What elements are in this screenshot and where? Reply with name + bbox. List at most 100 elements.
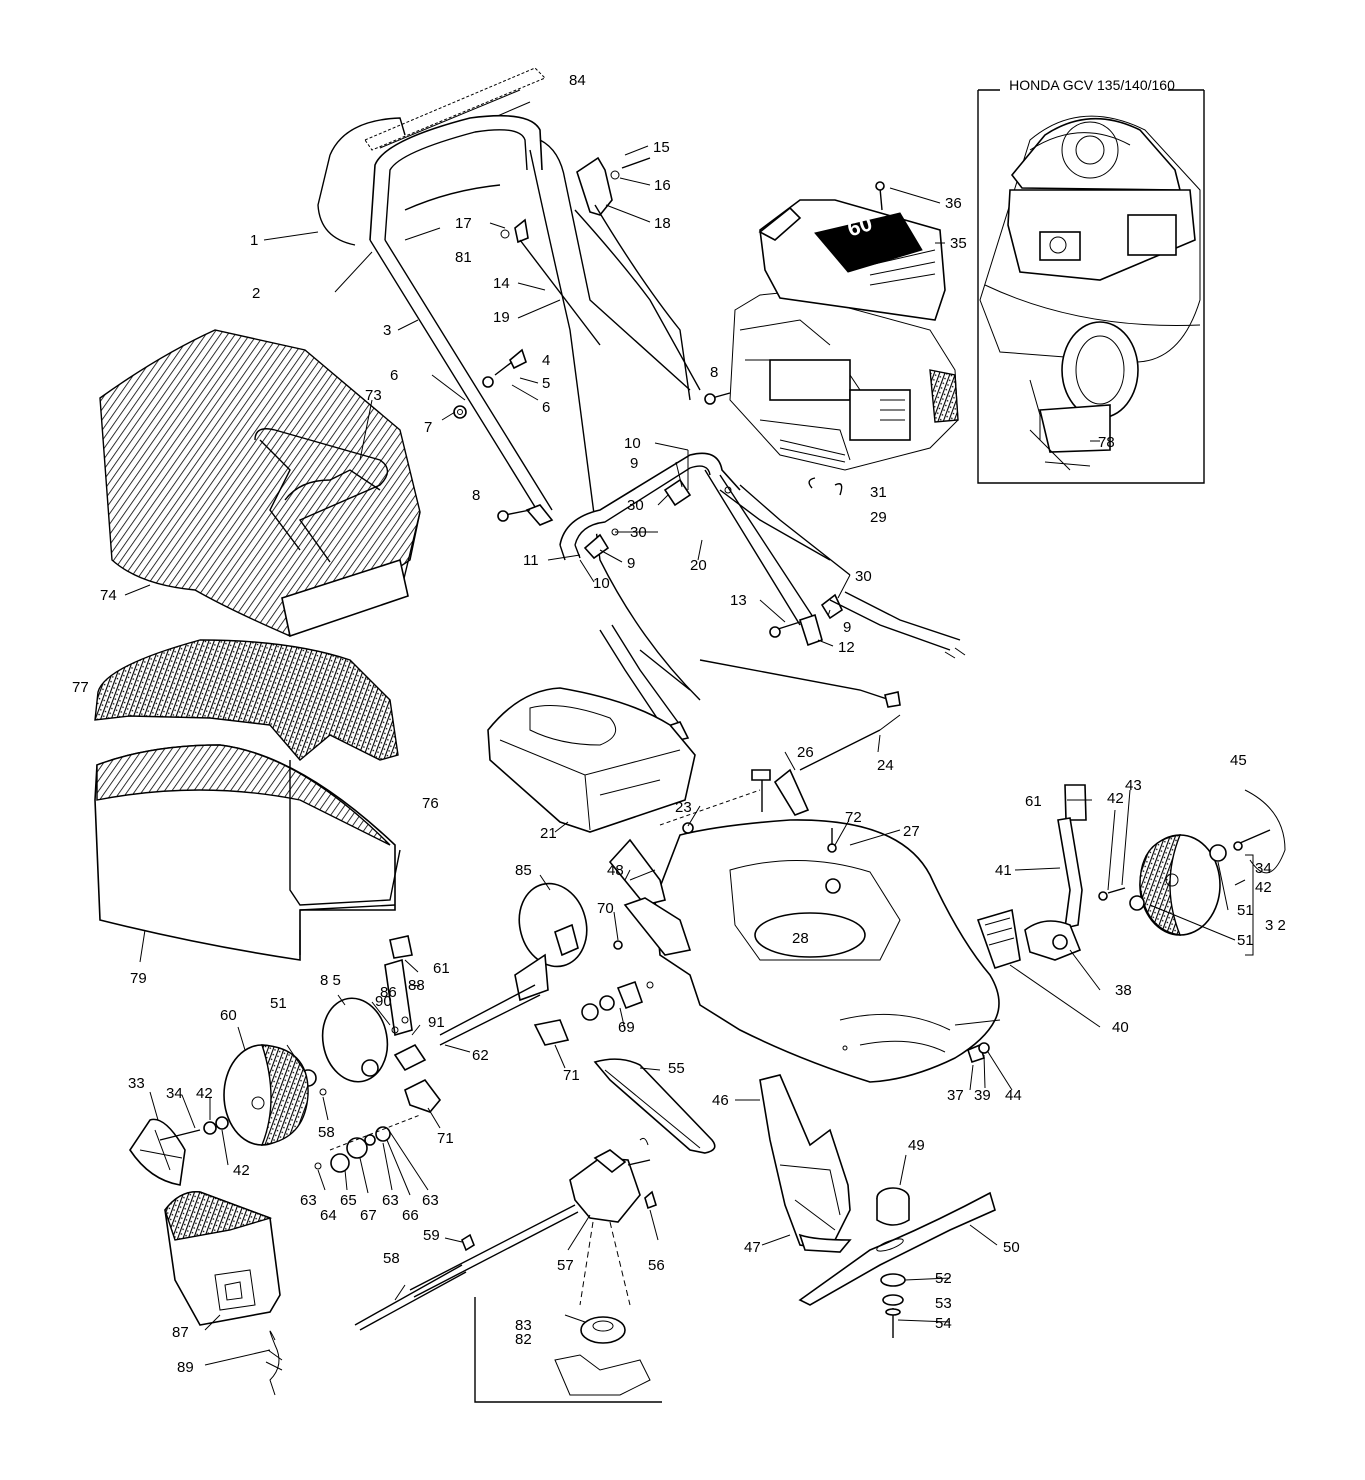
part-label: 70	[597, 900, 614, 917]
part-label: 46	[712, 1092, 729, 1109]
part-label: 15	[653, 139, 670, 156]
leader-lines	[124, 145, 1246, 1366]
part-label: 20	[690, 557, 707, 574]
part-label: 54	[935, 1315, 952, 1332]
part-label: 88	[408, 977, 425, 994]
part-label: 33	[128, 1075, 145, 1092]
part-label: 42	[233, 1162, 250, 1179]
honda-engine-inset: HONDA GCV 135/140/160	[977, 77, 1205, 484]
part-label: 83	[515, 1317, 532, 1334]
part-label: 45	[1230, 752, 1247, 769]
part-label: 73	[365, 387, 382, 404]
part-label: 29	[870, 509, 887, 526]
drive-gears	[314, 1114, 421, 1173]
part-label: 43	[1125, 777, 1142, 794]
part-label: 30	[855, 568, 872, 585]
part-label: 42	[196, 1085, 213, 1102]
part-label: 26	[797, 744, 814, 761]
part-label: 63	[382, 1192, 399, 1209]
part-label: 51	[1237, 932, 1254, 949]
part-label: 40	[1112, 1019, 1129, 1036]
part-label: 11	[523, 552, 539, 569]
part-label: 37	[947, 1087, 964, 1104]
rear-axle-assembly	[129, 882, 654, 1186]
part-label: 53	[935, 1295, 952, 1312]
part-label: 51	[1237, 902, 1254, 919]
part-label: 91	[428, 1014, 445, 1031]
part-label: 30	[630, 524, 647, 541]
gearbox-drive-assembly	[354, 1058, 716, 1403]
part-label: 58	[383, 1250, 400, 1267]
part-label: 31	[870, 484, 887, 501]
part-label: 38	[1115, 982, 1132, 999]
part-label: 21	[540, 825, 557, 842]
part-label: 74	[100, 587, 117, 604]
side-cover	[487, 687, 696, 833]
part-label: 61	[1025, 793, 1042, 810]
part-label: 49	[908, 1137, 925, 1154]
part-label: 78	[1098, 434, 1115, 451]
catcher-frame-assembly	[94, 639, 401, 961]
part-label: 55	[668, 1060, 685, 1077]
part-label: 10	[624, 435, 641, 452]
part-label: 44	[1005, 1087, 1022, 1104]
part-label: 57	[557, 1257, 574, 1274]
part-label: 71	[563, 1067, 580, 1084]
part-label: 30	[627, 497, 644, 514]
part-label: 17	[455, 215, 472, 232]
front-wheel-assembly	[967, 784, 1286, 1064]
upper-handle-assembly	[317, 67, 701, 701]
part-label: 24	[877, 757, 894, 774]
part-label: 84	[569, 72, 586, 89]
part-label: 87	[172, 1324, 189, 1341]
part-label: 10	[593, 575, 610, 592]
part-label: 82	[515, 1331, 532, 1348]
part-label: 52	[935, 1270, 952, 1287]
part-label: 79	[130, 970, 147, 987]
part-label: 51	[270, 995, 287, 1012]
part-label: 8	[710, 364, 718, 381]
part-label: 41	[995, 862, 1012, 879]
part-label: 34	[1255, 860, 1272, 877]
part-label: 23	[675, 799, 692, 816]
part-label: 66	[402, 1207, 419, 1224]
cable-lever-group	[500, 156, 701, 401]
part-label: 72	[845, 809, 862, 826]
part-label: 1	[250, 232, 258, 249]
part-label: 90	[375, 993, 392, 1010]
part-label: 3 2	[1265, 917, 1286, 934]
part-label: 63	[300, 1192, 317, 1209]
engine-assembly: 60	[729, 181, 959, 496]
part-label: 35	[950, 235, 967, 252]
part-label: 71	[437, 1130, 454, 1147]
part-label: 18	[654, 215, 671, 232]
part-label: 12	[838, 639, 855, 656]
mower-deck	[608, 714, 1000, 1083]
part-label: 67	[360, 1207, 377, 1224]
part-label: 59	[423, 1227, 440, 1244]
part-label: 47	[744, 1239, 761, 1256]
part-label: 14	[493, 275, 510, 292]
part-label: 50	[1003, 1239, 1020, 1256]
part-label: 9	[843, 619, 851, 636]
part-label: 62	[472, 1047, 489, 1064]
part-label: 76	[422, 795, 439, 812]
handle-knob-fasteners	[453, 348, 731, 522]
part-label: 5	[542, 375, 550, 392]
part-label: 2	[252, 285, 260, 302]
part-label: 28	[792, 930, 809, 947]
part-label: 86	[380, 984, 397, 1001]
part-label: 8	[472, 487, 480, 504]
part-label: 36	[945, 195, 962, 212]
part-label: 48	[607, 862, 624, 879]
part-label: 9	[627, 555, 635, 572]
part-label: 19	[493, 309, 510, 326]
part-label: 60	[220, 1007, 237, 1024]
part-label: 65	[340, 1192, 357, 1209]
part-label: 7	[424, 419, 432, 436]
blade-and-baffle	[759, 1074, 996, 1338]
part-number-labels: 84 15 16 18 36 35 1 17 81 2 14 19 3 4 5 …	[72, 72, 1286, 1376]
part-label: 85	[515, 862, 532, 879]
part-label: 42	[1107, 790, 1124, 807]
